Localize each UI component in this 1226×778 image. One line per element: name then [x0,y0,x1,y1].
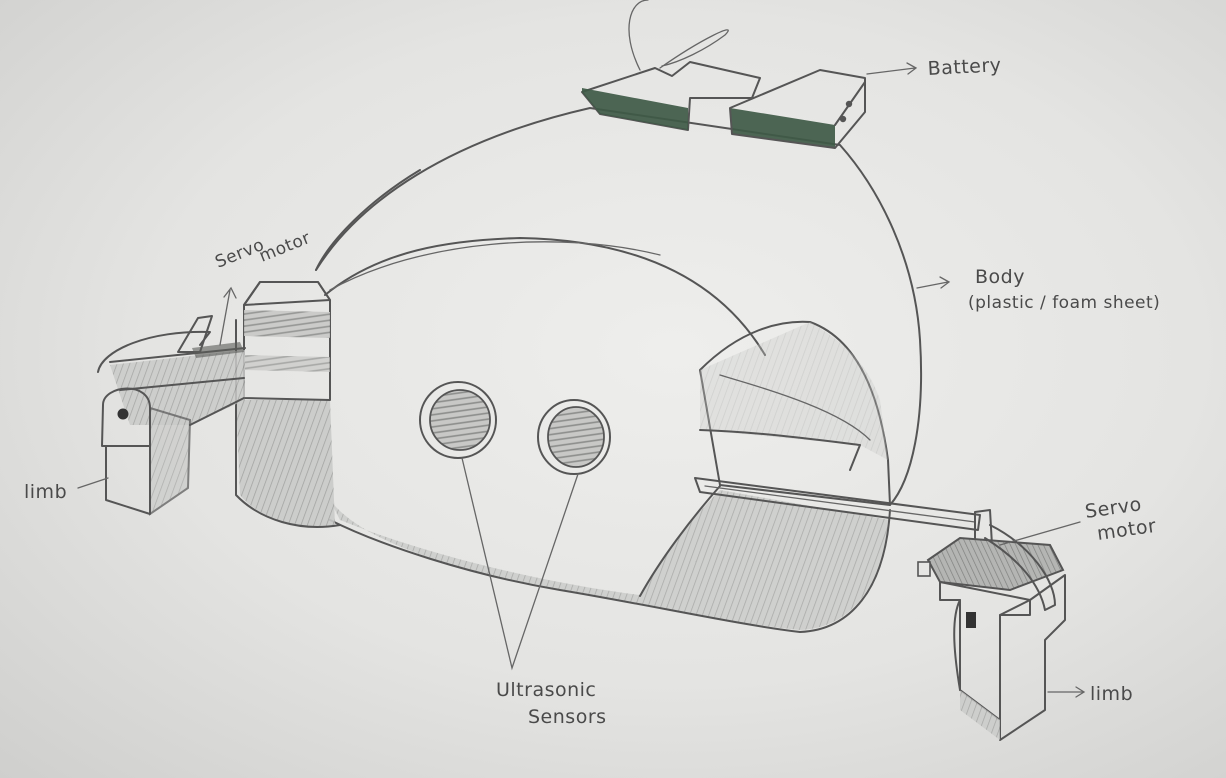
label-sensors-line2: Sensors [528,706,607,728]
servo-right-pointer [1000,522,1080,545]
sensors-pointer-lines [462,458,578,668]
right-limb [940,582,1030,720]
battery-arrow-icon [867,63,916,74]
battery [582,0,865,148]
label-body: Body [975,266,1025,288]
right-servo-connector [918,562,930,576]
battery-terminal-icon [846,101,852,107]
label-sensors: Ultrasonic [496,679,596,701]
servo-left-arrow-icon [220,288,236,345]
robot-body [236,108,921,632]
battery-terminal-icon [840,116,846,122]
label-limb-left: limb [24,481,67,503]
ultrasonic-sensor-left [420,382,496,458]
label-limb-right: limb [1090,683,1133,705]
limb-left-pointer [78,478,108,488]
left-limb-pivot-icon [118,409,129,420]
left-arm-assembly [98,316,245,514]
label-battery: Battery [927,54,1002,80]
body-arrow-icon [917,277,949,288]
limb-right-arrow-icon [1048,687,1084,697]
right-limb-pivot-icon [966,612,976,628]
label-servo-left-motor: motor [256,228,313,267]
label-body-material: (plastic / foam sheet) [968,293,1160,313]
ultrasonic-sensor-right [538,400,610,474]
